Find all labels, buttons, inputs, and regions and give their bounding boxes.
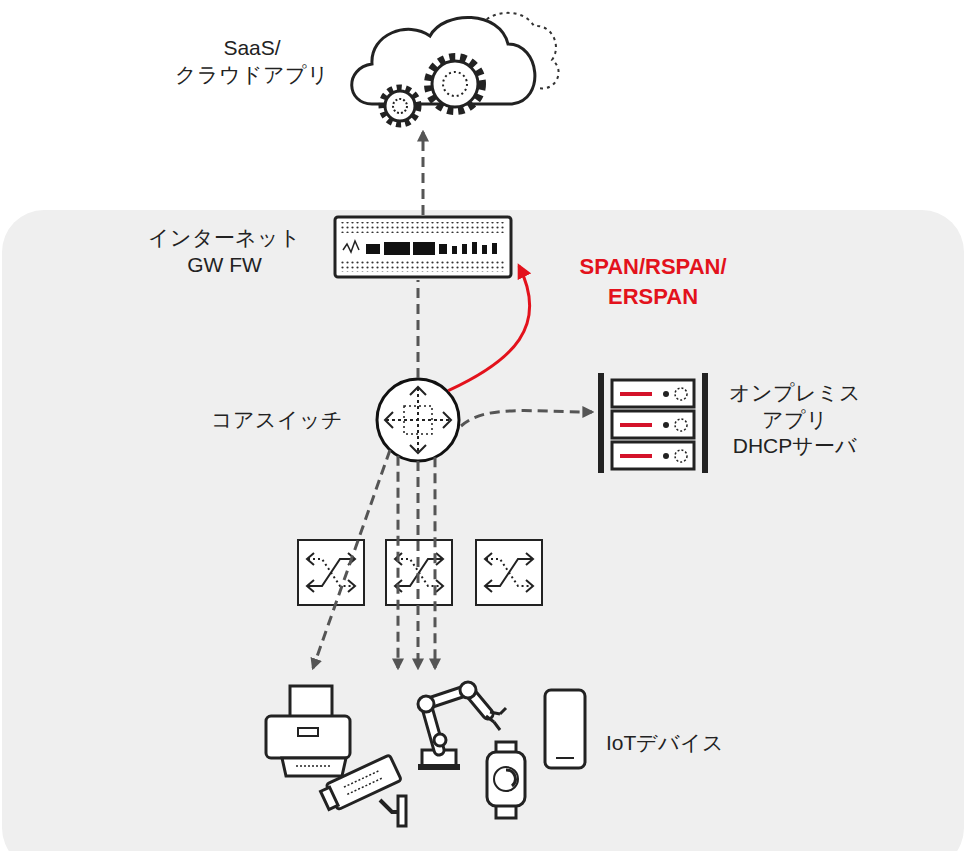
cloud-icon-part <box>382 88 418 124</box>
printer-icon <box>266 686 350 776</box>
robot-arm-icon-part <box>418 696 434 712</box>
server-rack-icon-part <box>702 373 708 473</box>
printer-icon-part <box>298 728 318 736</box>
traffic-arrow <box>397 456 400 668</box>
node-label: IoTデバイス <box>606 730 731 757</box>
core-switch-icon-part <box>377 379 459 461</box>
iot-devices-node: IoTデバイス <box>262 670 592 832</box>
cloud-node: SaaS/ クラウドアプリ <box>345 5 555 130</box>
server-rack-icon <box>598 373 708 473</box>
server-rack-icon-part <box>620 394 652 456</box>
traffic-arrow <box>417 280 420 378</box>
printer-icon-part <box>290 686 332 718</box>
core-switch-icon-part <box>386 388 450 452</box>
node-label: コアスイッチ <box>208 407 346 434</box>
cloud-icon-part <box>393 99 407 113</box>
firewall-icon-part <box>343 241 359 252</box>
smartwatch-icon <box>487 742 525 818</box>
firewall-icon-part <box>482 245 487 254</box>
smartwatch-icon-part <box>487 752 525 806</box>
firewall-icon-part <box>384 242 410 255</box>
core-switch-icon-part <box>404 406 432 434</box>
firewall-icon-part <box>472 242 477 254</box>
traffic-arrow <box>422 132 425 215</box>
firewall-icon-part <box>335 217 511 277</box>
server-rack-icon-part <box>675 388 687 400</box>
smartphone-icon <box>545 690 585 768</box>
smartphone-icon-part <box>545 690 585 768</box>
robot-arm-icon-part <box>486 708 506 730</box>
camera-icon-part <box>398 796 406 826</box>
server-rack-icon-part <box>598 373 604 473</box>
edge-label: SPAN/RSPAN/ ERSPAN <box>553 252 753 313</box>
server-rack-icon-part <box>663 391 669 397</box>
cloud-icon-part <box>428 57 482 111</box>
firewall-icon-part <box>366 244 380 254</box>
traffic-arrow <box>417 461 420 668</box>
printer-icon-part <box>282 758 346 776</box>
firewall-icon-part <box>492 243 497 254</box>
cloud-icon-part <box>432 61 478 107</box>
core-switch-icon-part <box>385 387 451 453</box>
server-rack-icon-part <box>663 422 669 428</box>
server-rack-icon-part <box>663 453 669 459</box>
firewall-icon-part <box>452 246 457 254</box>
node-label: インターネット GW FW <box>145 225 304 279</box>
server-node: オンプレミス アプリ DHCPサーバ <box>598 373 708 473</box>
firewall-node: インターネット GW FW <box>333 215 513 278</box>
traffic-arrow <box>434 457 437 668</box>
cloud-icon <box>352 13 559 124</box>
firewall-icon-part <box>341 261 505 272</box>
node-label: SaaS/ クラウドアプリ <box>172 35 332 89</box>
access-switch-icons <box>298 540 542 605</box>
core-switch-icon <box>377 379 459 461</box>
network-region <box>2 210 964 851</box>
camera-icon-part-part <box>344 770 384 794</box>
printer-icon-part <box>266 716 350 758</box>
robot-arm-icon-part <box>426 690 488 750</box>
mirror-arrow <box>448 266 530 391</box>
camera-icon <box>319 755 406 826</box>
robot-arm-icon-part <box>460 682 476 698</box>
smartwatch-icon-part <box>494 767 518 791</box>
camera-icon-part <box>319 755 402 813</box>
robot-arm-icon-part <box>426 690 488 750</box>
camera-icon-part-part <box>321 787 339 809</box>
traffic-arrow <box>313 450 390 668</box>
server-rack-icon-part <box>675 450 687 462</box>
smartphone-icon-part <box>556 757 574 759</box>
core-switch-node: コアスイッチ <box>376 378 460 462</box>
access-switch-icons-part <box>476 540 542 605</box>
robot-arm-icon-part <box>418 764 460 770</box>
traffic-arrow <box>461 411 592 426</box>
access-switch-icons-part <box>298 540 364 605</box>
firewall-icon-part <box>413 242 435 255</box>
robot-arm-icon-part <box>434 734 446 746</box>
firewall-icon <box>335 217 511 277</box>
node-label: オンプレミス アプリ DHCPサーバ <box>726 380 864 461</box>
smartwatch-icon-part <box>506 770 515 786</box>
firewall-icon-part <box>439 244 447 254</box>
firewall-icon-part <box>341 222 505 233</box>
cloud-icon-part <box>443 72 467 96</box>
server-rack-icon-part <box>675 419 687 431</box>
printer-icon-part <box>296 765 332 767</box>
cloud-icon-part <box>385 91 415 121</box>
firewall-icon-part <box>462 244 467 254</box>
